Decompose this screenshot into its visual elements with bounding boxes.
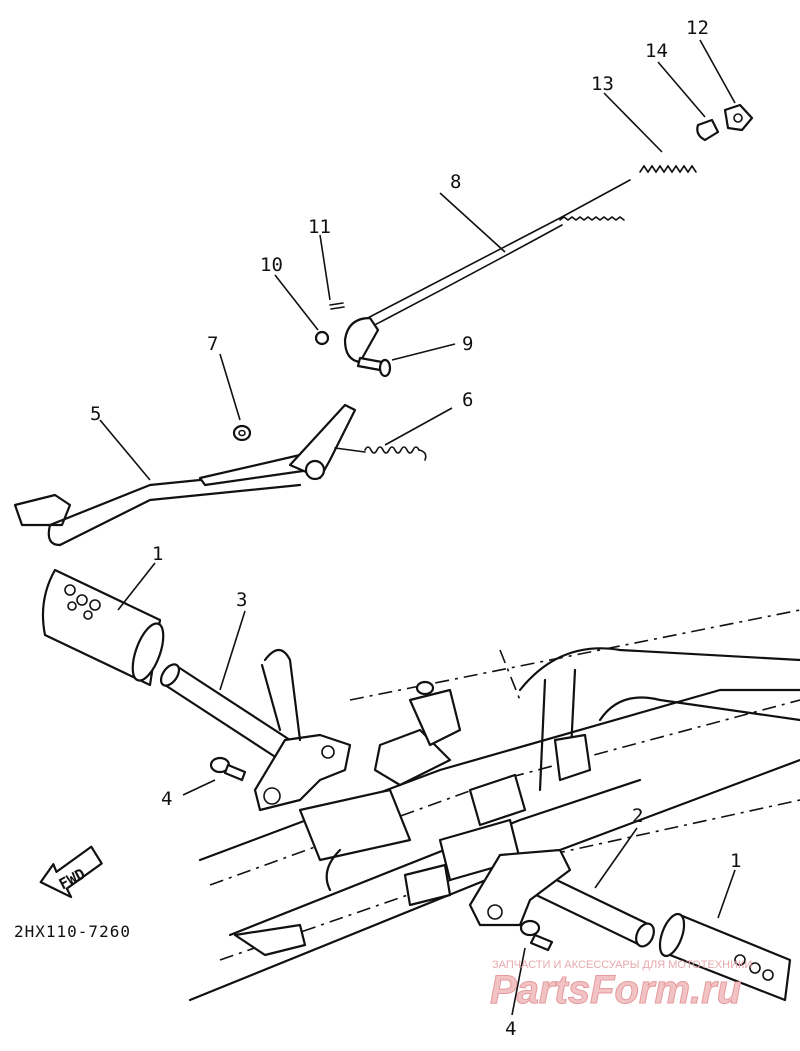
callout-3: 3: [236, 589, 247, 611]
callout-12: 12: [686, 17, 709, 39]
callout-2: 2: [632, 805, 643, 827]
washer: [232, 424, 252, 442]
callout-11: 11: [308, 216, 331, 238]
footrest-bar-right: [468, 848, 655, 948]
leader-lines: [99, 39, 736, 1016]
callout-4-left: 4: [161, 788, 172, 810]
forward-arrow-icon: FWD: [39, 845, 103, 899]
brake-rod: [343, 179, 631, 364]
callout-9: 9: [462, 333, 473, 355]
callout-8: 8: [450, 171, 461, 193]
callout-1-left: 1: [152, 543, 163, 565]
cotter-pin: [329, 302, 345, 310]
footrest-rubber-right: [658, 912, 792, 1002]
brake-pedal: [13, 403, 357, 547]
clip: [314, 330, 330, 346]
footrest-bar-left: [159, 648, 352, 812]
watermark-brand: PartsForm.ru: [490, 968, 741, 1012]
adjusting-nut: [723, 103, 754, 132]
rod-spring: [639, 164, 697, 174]
clevis-pin: [356, 356, 392, 378]
watermark: ЗАПЧАСТИ И АКСЕССУАРЫ ДЛЯ МОТОТЕХНИКИ Pa…: [490, 959, 753, 1013]
callout-13: 13: [591, 73, 614, 95]
callout-14: 14: [645, 40, 668, 62]
callout-7: 7: [207, 333, 218, 355]
callout-6: 6: [462, 389, 473, 411]
watermark-caption: ЗАПЧАСТИ И АКСЕССУАРЫ ДЛЯ МОТОТЕХНИКИ: [492, 959, 752, 971]
callouts: 1 3 4 5 6 7 8 9 10 11 12 13 14 2 1 4: [90, 17, 741, 1040]
footrest-rubber-left: [41, 568, 165, 687]
bolt-left: [209, 756, 247, 782]
return-spring: [334, 446, 427, 461]
diagram-code: 2HX110-7260: [14, 922, 131, 941]
callout-5: 5: [90, 403, 101, 425]
callout-10: 10: [260, 254, 283, 276]
joint: [696, 118, 720, 142]
callout-4-right: 4: [505, 1018, 516, 1040]
bolt-right: [519, 919, 554, 952]
callout-1-right: 1: [730, 850, 741, 872]
